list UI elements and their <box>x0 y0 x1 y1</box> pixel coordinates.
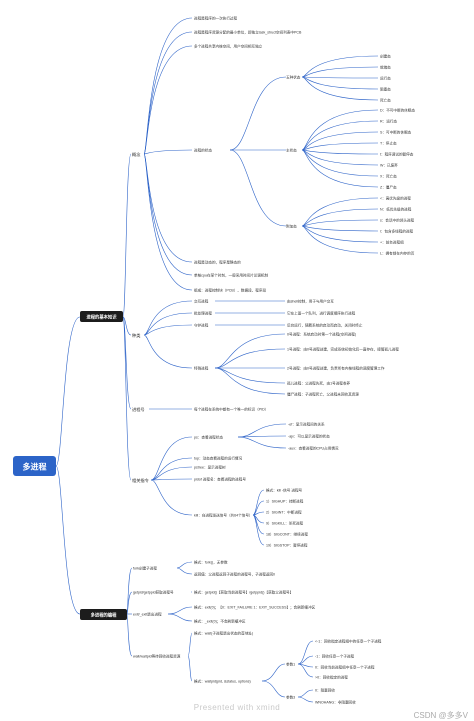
overview-item: 单核cpu在某个时刻，一般采用时间片论调机制 <box>194 273 268 278</box>
ps-option: -aux：查看进程的CPU占用情况 <box>288 446 339 451</box>
node-pid-param[interactable]: 参数1 <box>286 662 295 667</box>
param-item: 0：阻塞回收 <box>315 688 335 693</box>
connectors <box>55 17 379 703</box>
type-desc: 它在上面一个队列，进行调度顺序执行进程 <box>287 311 356 316</box>
state-item: D：不可中断的休眠态 <box>380 108 415 113</box>
special-item: 2号进程：由0号进程创建，负责所有内核线程的调度管理工作 <box>287 366 385 371</box>
fork-item: 格式：fork()，无参数 <box>194 560 228 565</box>
param-item: WNOHANG：非阻塞回收 <box>315 700 356 705</box>
type-label[interactable]: 守护进程 <box>194 323 209 328</box>
node-state[interactable]: 进程的状态 <box>194 148 212 153</box>
special-item: 僵尸进程：子进程死亡，父进程未回收其资源 <box>287 392 359 397</box>
node-five-states[interactable]: 五种状态 <box>286 75 301 80</box>
xmind-watermark: Presented with xmind <box>193 703 281 712</box>
node-ps[interactable]: ps：查看进程状态 <box>194 435 223 440</box>
state-item: 阻塞态 <box>380 87 391 92</box>
type-desc: 由shell控制，用于与用户交互 <box>287 299 334 304</box>
node-exit[interactable]: exit/_exit退出进程 <box>133 612 162 617</box>
command-item: top：动态查看进程的运行情况 <box>194 456 243 461</box>
wait-item: 格式：wait(子进程退出状态的首地址) <box>194 631 253 636</box>
node-types[interactable]: 种类 <box>132 332 141 339</box>
five-states-list: 创建态 就绪态 运行态 阻塞态 死亡态 <box>380 54 391 103</box>
section-basics-label: 进程的基本知识 <box>86 314 117 321</box>
kill-item: 9）SIGKILL：杀死进程 <box>266 521 304 526</box>
state-item: 创建态 <box>380 54 391 59</box>
state-item: 就绪态 <box>380 65 391 70</box>
state-item: L：拥有锁在内存的页 <box>380 251 415 256</box>
ps-option: -ajx：可以显示进程的状态 <box>288 434 330 439</box>
kill-item: 19）SIGSTOP：暂停进程 <box>266 543 308 548</box>
node-pid[interactable]: 进程号 <box>132 406 145 413</box>
node-wait[interactable]: wait/waitpid等待回收进程资源 <box>133 654 181 659</box>
state-item: T：停止态 <box>380 141 397 146</box>
type-label[interactable]: 批处理进程 <box>194 311 212 316</box>
special-item: 1号进程：由0号进程创建，完成系统初始化后一直存在，接管孤儿进程 <box>287 347 399 352</box>
state-item: X：死亡态 <box>380 174 397 179</box>
node-kill[interactable]: kill：向进程发送信号（共64个信号） <box>194 513 253 518</box>
state-item: 死亡态 <box>380 98 391 103</box>
root-node[interactable] <box>13 456 56 476</box>
fork-item: 返回值：父进程返回子进程的进程号，子进程返回0 <box>194 572 275 577</box>
kill-signal-list: 格式：kill -信号 进程号 1）SIGHUP：挂断进程 2）SIGINT：中… <box>266 488 308 548</box>
waitpid-item: 格式：waitpid(pid, &status, options) <box>194 679 251 684</box>
node-fork[interactable]: fork创建子进程 <box>133 566 157 571</box>
node-options-param[interactable]: 参数3 <box>286 695 295 700</box>
kill-item: 1）SIGHUP：挂断进程 <box>266 499 304 504</box>
root-label: 多进程 <box>23 462 47 472</box>
node-getpid[interactable]: getpid/getppid获取进程号 <box>133 590 174 595</box>
section-programming-label: 多进程的编程 <box>91 612 117 619</box>
node-special-process[interactable]: 特殊进程 <box>194 366 209 371</box>
type-label[interactable]: 交互进程 <box>194 299 209 304</box>
special-item: 孤儿进程：父进程先死，由1号进程收养 <box>287 381 350 386</box>
main-states-list: D：不可中断的休眠态 R：运行态 S：可中断的休眠态 T：停止态 t：程序调试的… <box>380 108 415 190</box>
pid-desc: 每个进程在系统中都有一个唯一的标识（PID） <box>194 407 268 412</box>
special-item: 0号进程：系统启动时第一个进程(空闲进程) <box>287 332 356 337</box>
csdn-credit: CSDN @多多V <box>413 711 468 720</box>
section-programming[interactable] <box>80 609 127 620</box>
state-item: N：低优先级的进程 <box>380 207 412 212</box>
state-item: <：高优先级的进程 <box>380 196 411 201</box>
state-item: t：程序调试的暂停态 <box>380 152 414 157</box>
command-item: pstree：显示进程树 <box>194 465 226 470</box>
kill-item: 2）SIGINT：中断进程 <box>266 510 302 515</box>
node-main-states[interactable]: 主状态 <box>286 148 297 153</box>
extra-states-list: <：高优先级的进程 N：低优先级的进程 s：会话中的领头进程 l：包含多线程的进… <box>380 196 415 256</box>
overview-item: 多个进程共享内核空间，用户空间相互独立 <box>194 44 263 49</box>
param-item: <-1：回收指定进程组中的任意一个子进程 <box>315 639 382 644</box>
state-item: +：前台进程组 <box>380 240 404 245</box>
node-commands[interactable]: 相关指令 <box>132 477 150 484</box>
type-desc: 后台运行，随着系统的启动而启动，关闭时终止 <box>287 323 363 328</box>
overview-item: 组成：进程控制块（PCB）、数据段、程序段 <box>194 288 266 293</box>
overview-item: 进程是程序资源分配的最小单位，即独立task_struct空间列表中PCB <box>194 30 302 35</box>
overview-item: 进程是动态的，程序是静态的 <box>194 260 241 265</box>
command-item: pidof 进程名：查看进程的进程号 <box>194 477 246 482</box>
state-item: s：会话中的领头进程 <box>380 218 415 223</box>
options-param-list: 0：阻塞回收 WNOHANG：非阻塞回收 <box>315 688 356 705</box>
node-overview[interactable]: 概念 <box>132 151 141 158</box>
kill-item: 18）SIGCONT：继续进程 <box>266 532 308 537</box>
section-basics[interactable] <box>80 311 123 322</box>
state-item: l：包含多线程的进程 <box>380 229 414 234</box>
overview-item: 进程是程序的一次执行过程 <box>194 16 238 21</box>
getpid-item: 格式：getpid()【获取当前进程号】/getppid()【获取父进程号】 <box>194 590 293 595</box>
state-item: 运行态 <box>380 76 391 81</box>
param-item: 0：回收当前进程组中任意一个子进程 <box>315 665 375 670</box>
pid-param-list: <-1：回收指定进程组中的任意一个子进程 -1：回收任意一个子进程 0：回收当前… <box>315 639 382 680</box>
special-process-list: 0号进程：系统启动时第一个进程(空闲进程) 1号进程：由0号进程创建，完成系统初… <box>287 332 399 397</box>
state-item: S：可中断的休眠态 <box>380 130 412 135</box>
kill-item: 格式：kill -信号 进程号 <box>266 488 303 493</box>
state-item: W：已废弃 <box>380 163 398 168</box>
param-item: >0：回收指定的进程 <box>315 675 348 680</box>
node-extra-states[interactable]: 附加态 <box>286 224 297 229</box>
state-item: Z：僵尸态 <box>380 185 397 190</box>
exit-item: 格式：exit(0)；【0：EXIT_FAILURE 1：EXIT_SUCCES… <box>194 605 316 610</box>
param-item: -1：回收任意一个子进程 <box>315 654 355 659</box>
ps-option: -ef：显示进程间的关系 <box>288 422 325 427</box>
state-item: R：运行态 <box>380 119 397 124</box>
exit-item: 格式：_exit(0)；不会刷新缓冲区 <box>194 619 246 624</box>
